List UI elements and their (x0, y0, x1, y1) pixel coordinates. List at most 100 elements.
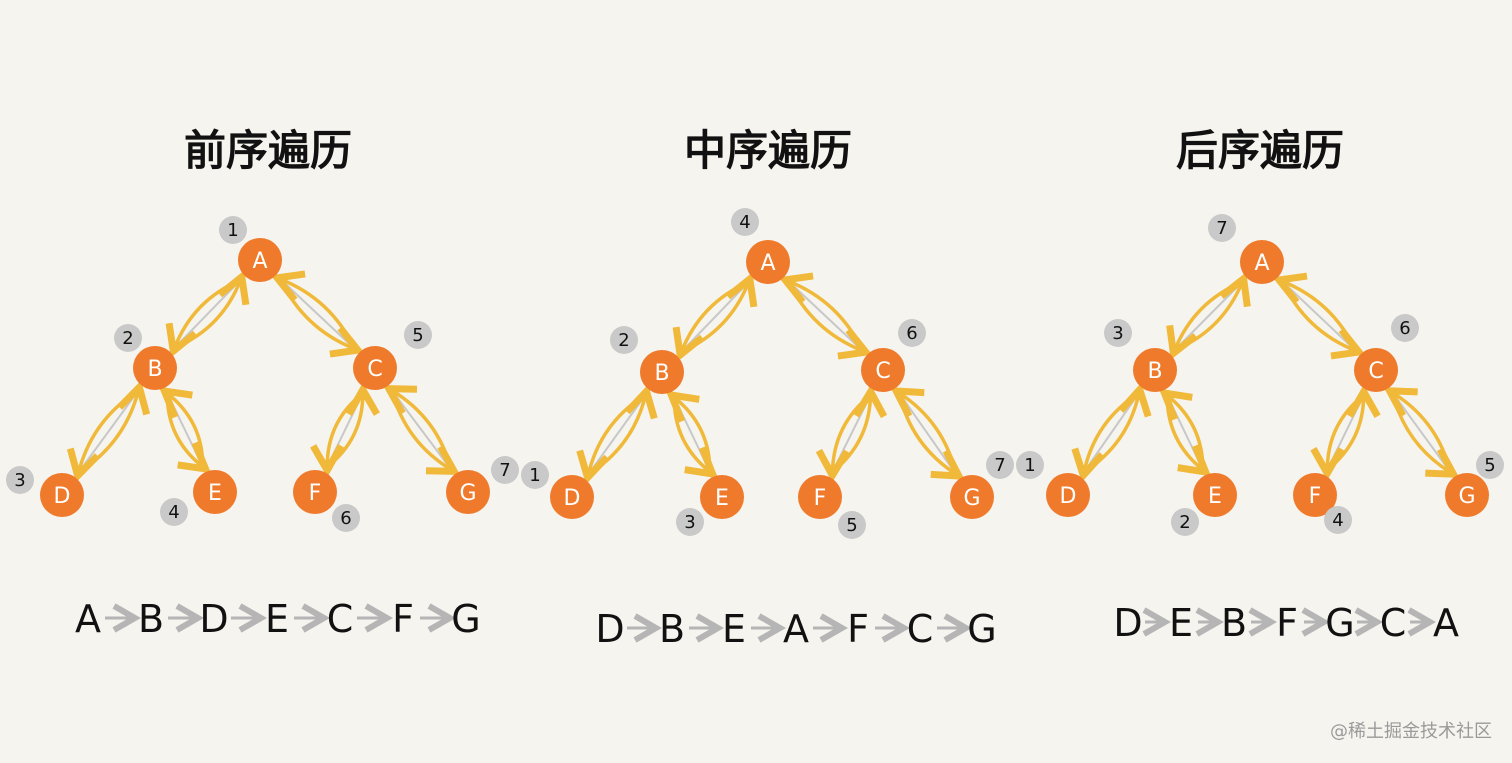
node-label: D (1060, 484, 1077, 509)
node-label: E (1208, 484, 1222, 509)
sequence-letter: C (907, 607, 934, 651)
order-number: 1 (1024, 455, 1035, 476)
sequence-letter: B (659, 607, 685, 651)
node-label: C (1368, 359, 1383, 384)
edge-B-D (1067, 369, 1156, 496)
node-label: B (147, 357, 162, 382)
arrow-up-F-C (1325, 395, 1363, 472)
order-number: 4 (168, 502, 179, 523)
order-badge-B (1104, 319, 1132, 347)
sequence-letter: A (75, 597, 101, 641)
node-label: C (875, 359, 890, 384)
order-badge-D (521, 461, 549, 489)
node-F (1293, 473, 1337, 517)
arrow-up-C-A (280, 279, 357, 351)
panel-title: 中序遍历 (684, 126, 852, 175)
order-number: 6 (1399, 318, 1410, 339)
arrow-up-B-A (172, 280, 241, 350)
sequence-letter: G (967, 607, 996, 651)
edge-A-B (661, 261, 769, 373)
node-D (550, 475, 594, 519)
sequence-letter: F (1276, 601, 1298, 645)
edge-C-G (374, 367, 469, 493)
arrow-up-B-A (679, 282, 748, 354)
node-B (640, 350, 684, 394)
order-number: 7 (994, 455, 1005, 476)
sequence-letter: F (392, 597, 414, 641)
node-B (133, 346, 177, 390)
order-number: 5 (1484, 455, 1495, 476)
sequence-letter: D (199, 597, 228, 641)
arrow-up-D-B (586, 395, 645, 477)
arrow-up-C-A (1282, 281, 1358, 353)
sequence-letter: B (138, 597, 164, 641)
node-label: A (1254, 251, 1269, 276)
sequence-letter: D (1113, 601, 1142, 645)
order-badge-C (1391, 314, 1419, 342)
sequence-letter: B (1221, 601, 1247, 645)
node-label: B (654, 361, 669, 386)
order-number: 3 (14, 470, 25, 491)
order-number: 4 (1332, 510, 1343, 531)
node-F (293, 470, 337, 514)
sequence-letter: E (1169, 601, 1193, 645)
order-number: 2 (122, 328, 133, 349)
node-label: F (309, 481, 322, 506)
node-C (1354, 348, 1398, 392)
edge-A-C (1261, 261, 1377, 371)
arrow-up-C-A (788, 281, 865, 353)
arrow-up-G-C (899, 393, 958, 476)
node-D (40, 473, 84, 517)
edge-A-B (1154, 261, 1263, 371)
edge-A-C (767, 261, 884, 371)
arrow-up-F-C (325, 393, 363, 469)
arrow-up-D-B (1082, 393, 1139, 474)
arrow-up-B-A (1172, 282, 1243, 352)
order-badge-C (404, 321, 432, 349)
order-badge-D (1016, 451, 1044, 479)
node-E (700, 475, 744, 519)
arrow-up-E-B (1167, 395, 1205, 472)
panel-title: 后序遍历 (1176, 126, 1344, 175)
sequence-letter: G (1325, 601, 1354, 645)
node-label: A (252, 249, 267, 274)
order-badge-A (1208, 214, 1236, 242)
node-A (1240, 240, 1284, 284)
node-label: F (1309, 484, 1322, 509)
node-G (1445, 473, 1489, 517)
order-number: 5 (846, 515, 857, 536)
node-label: E (715, 486, 729, 511)
node-label: C (367, 357, 382, 382)
order-number: 4 (739, 212, 750, 233)
order-badge-G (1476, 451, 1504, 479)
sequence-letter: A (1433, 601, 1459, 645)
sequence-letter: A (783, 607, 809, 651)
sequence-letter: E (265, 597, 289, 641)
node-label: G (963, 486, 980, 511)
order-badge-E (160, 498, 188, 526)
order-number: 2 (1179, 512, 1190, 533)
edge-B-D (61, 367, 156, 496)
sequence-letter: F (847, 607, 869, 651)
arrow-up-E-B (674, 397, 712, 474)
order-badge-G (491, 456, 519, 484)
sequence-letter: D (595, 607, 624, 651)
node-D (1046, 473, 1090, 517)
order-number: 6 (906, 323, 917, 344)
order-number: 2 (618, 330, 629, 351)
order-badge-B (114, 324, 142, 352)
node-C (353, 346, 397, 390)
edge-A-B (154, 259, 261, 369)
node-label: D (54, 484, 71, 509)
node-E (193, 470, 237, 514)
order-badge-F (838, 511, 866, 539)
node-A (746, 240, 790, 284)
edge-C-G (1375, 369, 1468, 496)
order-number: 7 (1216, 218, 1227, 239)
order-badge-A (731, 208, 759, 236)
order-badge-F (332, 504, 360, 532)
sequence-letter: C (327, 597, 354, 641)
node-label: D (564, 486, 581, 511)
